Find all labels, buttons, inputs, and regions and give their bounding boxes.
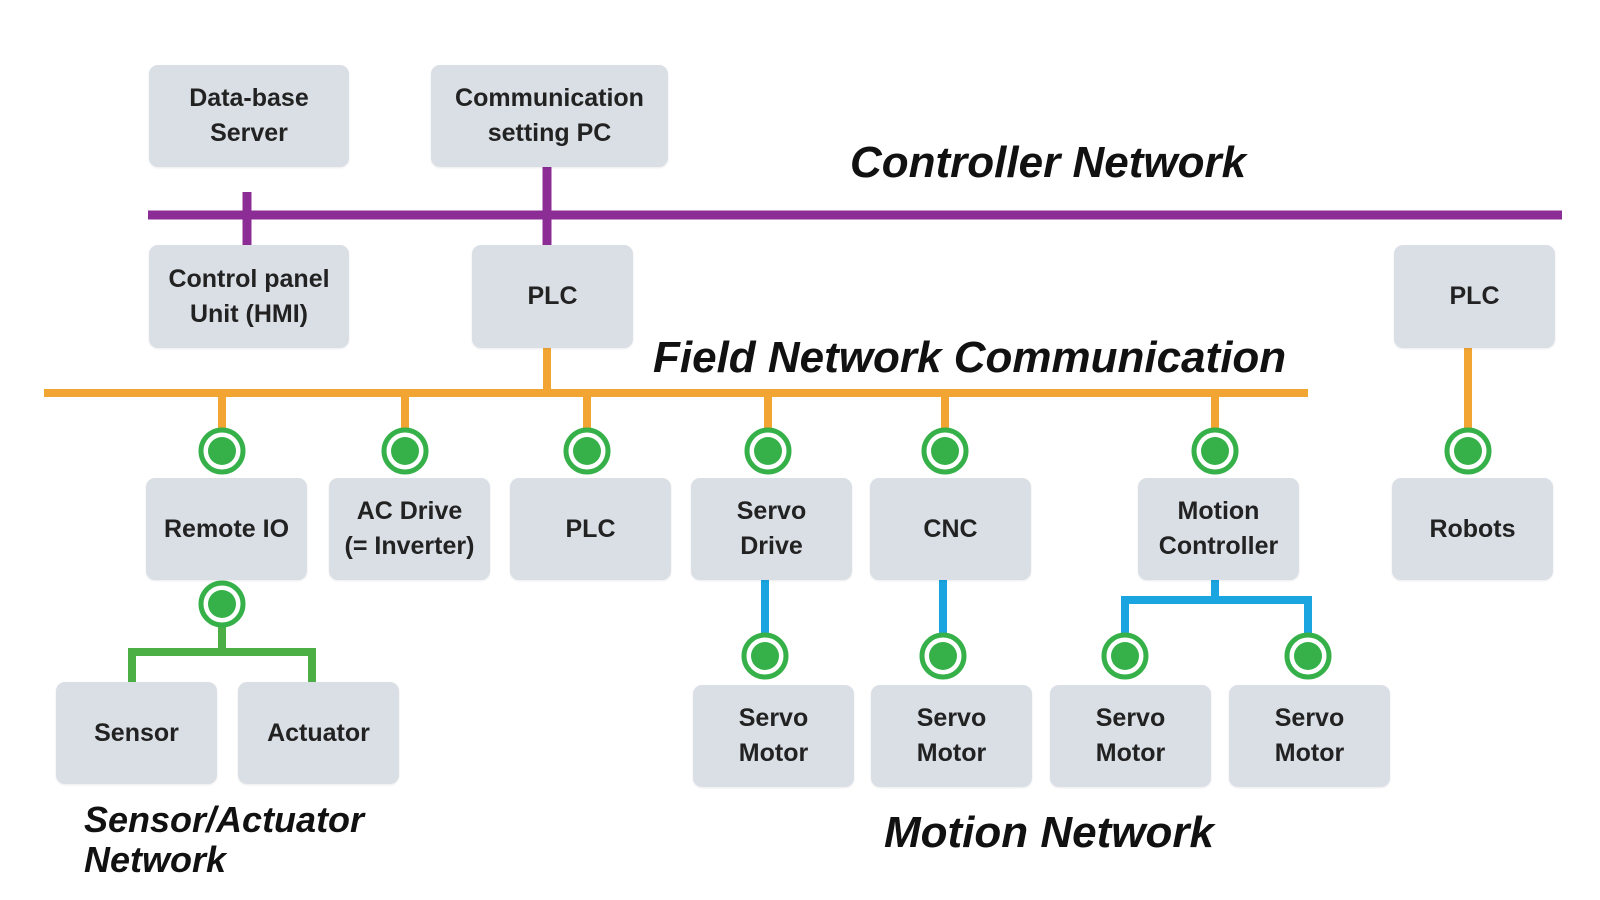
motion-network-links [761, 580, 1312, 640]
servo-motor-3-label-line1: Servo [1095, 704, 1166, 732]
sensor-actuator-network-label-line2: Network [84, 839, 227, 880]
node-marker-servo-motor-1 [741, 632, 789, 680]
node-marker-remote-io-sensor [198, 580, 246, 628]
servo-drive-label-line2: Drive [740, 532, 803, 560]
actuator-label: Actuator [267, 718, 370, 747]
node-markers [198, 427, 1492, 680]
servo-motor-4-box: Servo Motor [1229, 685, 1390, 787]
communication-pc-box: Communication setting PC [431, 65, 668, 167]
motion-controller-label-line1: Motion [1177, 497, 1260, 525]
communication-pc-label-line2: setting PC [487, 119, 612, 147]
plc-main-label: PLC [527, 282, 578, 310]
sensor-actuator-network-label: Sensor/Actuator Network [84, 800, 364, 880]
servo-motor-2-label-line2: Motor [916, 739, 987, 767]
cnc-box: CNC [870, 478, 1031, 580]
plc-field-label: PLC [565, 514, 616, 543]
sensor-actuator-network-label-line1: Sensor/Actuator [84, 799, 365, 840]
plc-right-label: PLC [1449, 282, 1500, 310]
servo-motor-2-box: Servo Motor [871, 685, 1032, 787]
ac-drive-box: AC Drive (= Inverter) [329, 478, 490, 580]
plc-right-box: PLC [1394, 245, 1555, 348]
node-marker-servo-motor-3 [1101, 632, 1149, 680]
motion-controller-box: Motion Controller [1138, 478, 1299, 580]
communication-pc-label-line1: Communication [455, 84, 644, 112]
servo-motor-1-label-line1: Servo [738, 704, 809, 732]
robots-label: Robots [1429, 514, 1516, 543]
controller-network-label: Controller Network [850, 138, 1247, 187]
node-marker-cnc [921, 427, 969, 475]
servo-motor-4-label-line1: Servo [1274, 704, 1345, 732]
servo-drive-label-line1: Servo [736, 497, 807, 525]
servo-motor-2-label-line1: Servo [916, 704, 987, 732]
cnc-label: CNC [923, 514, 978, 543]
node-marker-servo-motor-2 [919, 632, 967, 680]
node-marker-servo-motor-4 [1284, 632, 1332, 680]
controller-network-bus [148, 167, 1562, 245]
sensor-actuator-links [128, 625, 316, 682]
plc-field-box: PLC [510, 478, 671, 580]
servo-motor-3-label-line2: Motor [1095, 739, 1166, 767]
field-network-label: Field Network Communication [653, 333, 1287, 382]
database-server-box: Data-base Server [149, 65, 349, 167]
hmi-box: Control panel Unit (HMI) [149, 245, 349, 348]
node-marker-robots [1444, 427, 1492, 475]
hmi-label-line1: Control panel [168, 264, 330, 293]
node-marker-motion-controller [1191, 427, 1239, 475]
servo-motor-3-box: Servo Motor [1050, 685, 1211, 787]
node-marker-plc-field [563, 427, 611, 475]
servo-motor-4-label-line2: Motor [1274, 739, 1345, 767]
actuator-box: Actuator [238, 682, 399, 784]
motion-network-label: Motion Network [884, 808, 1214, 857]
servo-motor-1-label-line2: Motor [738, 739, 809, 767]
node-marker-ac-drive [381, 427, 429, 475]
ac-drive-label-line2: (= Inverter) [344, 532, 475, 560]
remote-io-label: Remote IO [163, 514, 290, 543]
plc-main-box: PLC [472, 245, 633, 348]
remote-io-box: Remote IO [146, 478, 307, 580]
hmi-label-line2: Unit (HMI) [189, 299, 309, 328]
ac-drive-label-line1: AC Drive [356, 497, 463, 525]
motion-controller-label-line2: Controller [1158, 532, 1279, 560]
database-server-label-line1: Data-base [189, 84, 309, 112]
sensor-label: Sensor [94, 718, 179, 747]
robots-box: Robots [1392, 478, 1553, 580]
node-marker-servo-drive [744, 427, 792, 475]
database-server-label-line2: Server [210, 119, 288, 147]
servo-motor-1-box: Servo Motor [693, 685, 854, 787]
node-marker-remote-io [198, 427, 246, 475]
servo-drive-box: Servo Drive [691, 478, 852, 580]
sensor-box: Sensor [56, 682, 217, 784]
field-network-bus [44, 348, 1472, 429]
